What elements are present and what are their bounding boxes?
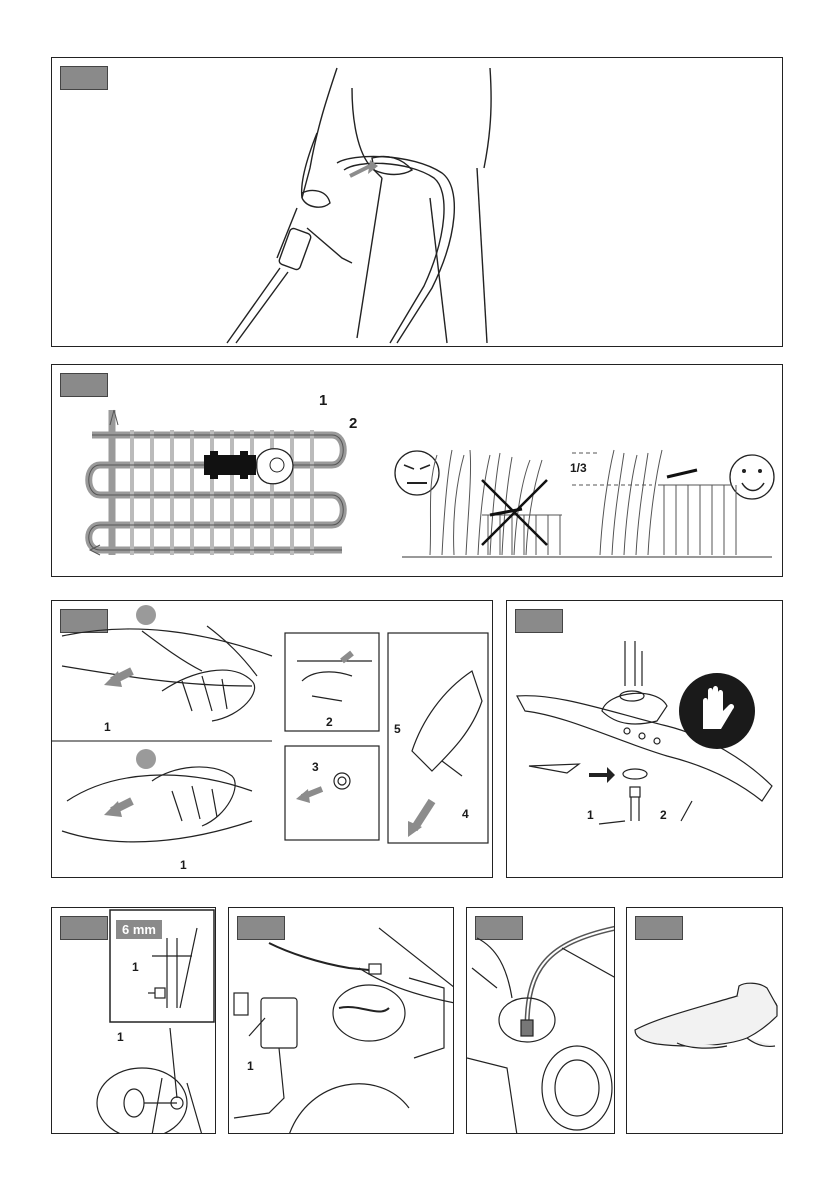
charger-icon [261, 998, 297, 1048]
mulch-plug-icon [627, 908, 783, 1134]
wheel-label-1-upper: 1 [132, 961, 139, 973]
handle-label-1-lower: 1 [180, 859, 187, 871]
handle-label-4: 4 [462, 808, 469, 820]
pattern-label-1: 1 [319, 395, 327, 407]
panel-mowing-pattern: 1 2 1/3 [51, 364, 783, 577]
handle-label-3: 3 [312, 761, 319, 773]
person-pushing-mower-illustration [52, 58, 783, 347]
blade-label-2: 2 [660, 809, 667, 821]
hose-connection-illustration [467, 908, 615, 1134]
panel-hose [466, 907, 615, 1134]
happy-face-icon [730, 455, 774, 499]
cut-fraction-label: 1/3 [570, 462, 587, 474]
panel-mowing-stance [51, 57, 783, 347]
handle-fold-illustration [52, 601, 493, 878]
wall-socket-icon [234, 993, 248, 1015]
pattern-label-2: 2 [349, 418, 357, 430]
panel-mulch-plug [626, 907, 783, 1134]
blade-label-1: 1 [587, 809, 594, 821]
panel-charger: 1 [228, 907, 454, 1134]
panel-blade: 1 2 [506, 600, 783, 878]
handle-label-5: 5 [394, 723, 401, 735]
wheel-label-1-lower: 1 [117, 1031, 124, 1043]
measure-badge: 6 mm [116, 920, 162, 939]
mowing-pattern-illustration [52, 365, 783, 577]
charger-label-1: 1 [247, 1060, 254, 1072]
charger-illustration [229, 908, 454, 1134]
panel-handle-fold: 1 1 2 3 4 5 [51, 600, 493, 878]
handle-label-2: 2 [326, 716, 333, 728]
handle-label-1-upper: 1 [104, 721, 111, 733]
panel-wheel-height: 6 mm 1 1 [51, 907, 216, 1134]
wheel-adjust-illustration [52, 908, 216, 1134]
blade-assembly-illustration [507, 601, 783, 878]
